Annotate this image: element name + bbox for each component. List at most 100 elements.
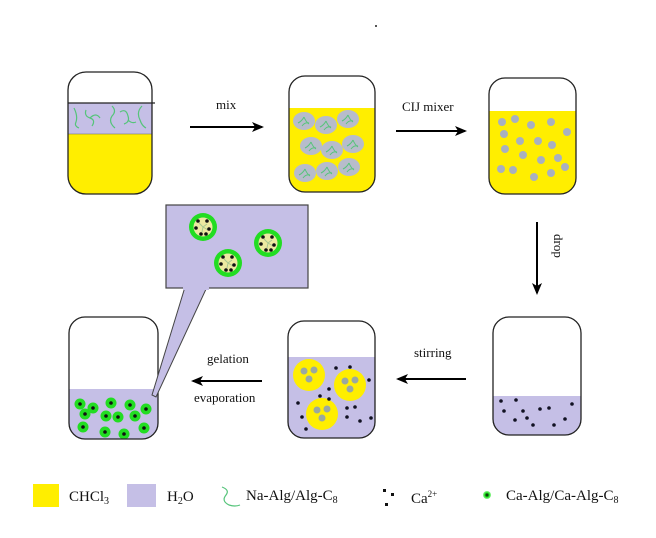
aqueous-droplet (300, 137, 322, 155)
aqueous-inclusion (310, 366, 318, 374)
legend-label-chcl3: CHCl3 (69, 489, 109, 507)
calcium-ion (547, 406, 551, 410)
callout-magnified-view (151, 204, 309, 398)
calcium-ion (205, 219, 209, 223)
gel-particle (112, 411, 124, 423)
aqueous-droplet (342, 135, 364, 153)
calcium-ion (367, 378, 371, 382)
arrow-gelation-evaporation: gelation evaporation (191, 351, 262, 405)
water-layer (68, 103, 152, 134)
artifact-dot (375, 25, 377, 27)
legend-label-gel: Ca-Alg/Ca-Alg-C8 (506, 488, 618, 506)
calcium-ion (563, 417, 567, 421)
gel-core (142, 426, 146, 430)
small-droplet (547, 118, 555, 126)
arrow-mix: mix (190, 97, 264, 132)
calcium-ion (259, 242, 263, 246)
calcium-ion (514, 398, 518, 402)
beaker-outline (287, 320, 376, 439)
gel-core (122, 432, 126, 436)
polymer-strand (73, 107, 80, 129)
gel-particle (124, 399, 136, 411)
gel-particle (105, 397, 117, 409)
small-droplet (498, 118, 506, 126)
calcium-ion (272, 243, 276, 247)
chcl3-droplet (306, 398, 338, 430)
chcl3-droplet-body (293, 359, 325, 391)
polymer-strand (119, 110, 130, 125)
calcium-ion (348, 365, 352, 369)
calcium-ion (570, 402, 574, 406)
small-droplet (534, 137, 542, 145)
arrow-stirring: stirring (396, 345, 466, 384)
gel-core (91, 406, 95, 410)
gel-particles (74, 397, 152, 439)
droplet-strand (319, 120, 332, 131)
calcium-ion (334, 366, 338, 370)
calcium-ion (300, 415, 304, 419)
gel-strand (263, 238, 274, 249)
droplet-body (338, 158, 360, 176)
aqueous-inclusion (341, 377, 349, 385)
gel-core (81, 425, 85, 429)
aqueous-droplet (294, 164, 316, 182)
calcium-ion (318, 394, 322, 398)
small-droplet (511, 115, 519, 123)
gel-core (109, 401, 113, 405)
chcl3-droplet-body (334, 369, 366, 401)
calcium-ion (207, 227, 211, 231)
gel-core (83, 412, 87, 416)
calcium-ion (521, 409, 525, 413)
droplet-body (337, 110, 359, 128)
gel-particle (118, 428, 130, 439)
droplet-strand (341, 114, 354, 125)
chcl3-droplet (334, 369, 366, 401)
label-cij-mixer: CIJ mixer (402, 99, 454, 114)
polymer-strand (89, 114, 101, 119)
small-droplet (527, 121, 535, 129)
aqueous-droplet (337, 110, 359, 128)
beaker-mixed (288, 75, 376, 193)
chcl3-droplet (293, 359, 325, 391)
small-aqueous-droplets (497, 115, 571, 181)
gel-strand (198, 222, 209, 233)
small-droplet (519, 151, 527, 159)
aqueous-inclusion (313, 406, 321, 414)
legend-item-calcium: Ca2+ (383, 489, 437, 507)
gel-particle (79, 408, 91, 420)
legend-item-polymer: Na-Alg/Alg-C8 (221, 486, 338, 507)
gel-particle (100, 410, 112, 422)
calcium-ion (502, 409, 506, 413)
calcium-ion (499, 399, 503, 403)
magnified-gel-particle (189, 213, 217, 241)
calcium-ion (230, 255, 234, 259)
calcium-ions (296, 365, 373, 431)
droplet-body (294, 164, 316, 182)
calcium-ion (369, 416, 373, 420)
legend-label-water: H2O (167, 489, 194, 507)
small-droplet (563, 128, 571, 136)
legend: CHCl3 H2O Na-Alg/Alg-C8 Ca2+ Ca-Alg/Ca-A… (33, 484, 618, 507)
small-droplet (497, 165, 505, 173)
beaker-outline (67, 71, 153, 195)
small-droplet (501, 145, 509, 153)
droplet-strand (304, 141, 317, 152)
water-layer (493, 396, 581, 435)
calcium-ion (204, 232, 208, 236)
calcium-ion (196, 219, 200, 223)
calcium-ion (270, 235, 274, 239)
gel-core (78, 402, 82, 406)
aqueous-inclusion (318, 414, 326, 422)
legend-label-polymer: Na-Alg/Alg-C8 (246, 488, 338, 506)
calcium-ion (327, 397, 331, 401)
calcium-ion (261, 235, 265, 239)
small-droplet (530, 173, 538, 181)
calcium-ion (358, 419, 362, 423)
legend-item-gel: Ca-Alg/Ca-Alg-C8 (483, 488, 618, 506)
droplet-strand (325, 145, 338, 156)
beaker-outline (492, 316, 582, 436)
small-droplet (547, 169, 555, 177)
legend-swatch-water (127, 484, 156, 507)
droplet-body (293, 112, 315, 130)
